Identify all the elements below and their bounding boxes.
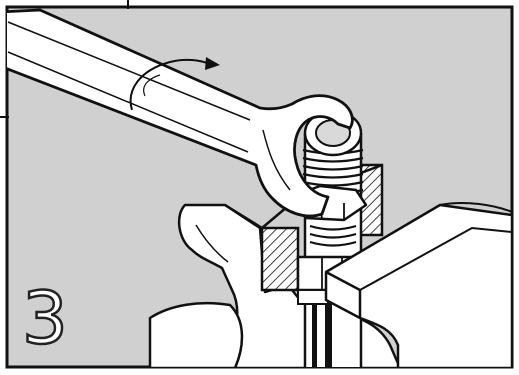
step-number-label: 3 xyxy=(22,282,68,354)
bolt xyxy=(303,111,363,375)
